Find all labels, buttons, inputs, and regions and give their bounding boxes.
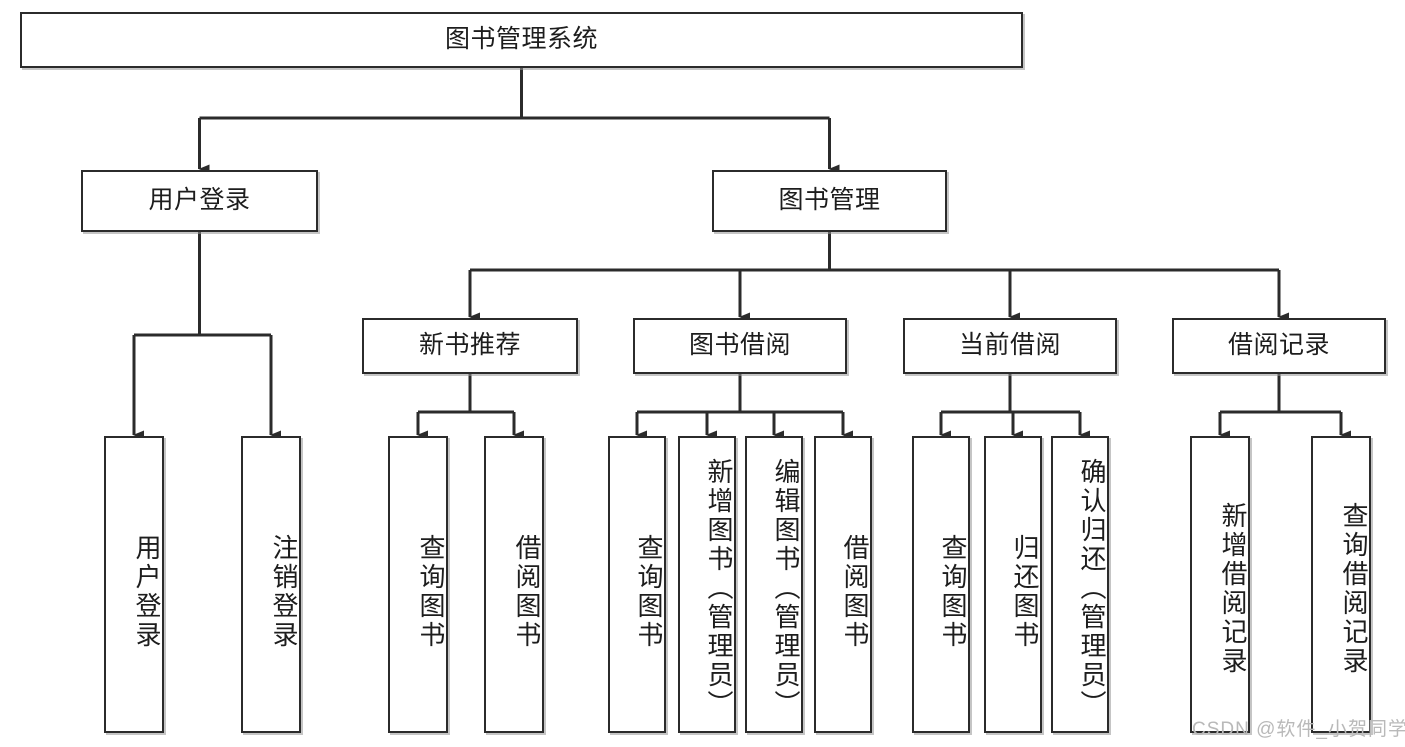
node-label-l-logout: 注销登录 — [269, 533, 299, 650]
node-label-login: 用户登录 — [148, 186, 251, 215]
node-b-query[interactable]: 查询图书 — [608, 436, 666, 733]
node-label-c-query: 查询图书 — [938, 533, 968, 650]
node-b-add[interactable]: 新增图书（管理员） — [678, 436, 736, 733]
node-label-bookmgmt: 图书管理 — [778, 186, 881, 215]
node-n-query[interactable]: 查询图书 — [388, 436, 448, 733]
node-label-b-add: 新增图书（管理员） — [704, 458, 734, 719]
node-b-edit[interactable]: 编辑图书（管理员） — [745, 436, 803, 733]
node-label-n-borrow: 借阅图书 — [512, 533, 542, 650]
node-label-borrow: 图书借阅 — [688, 331, 791, 360]
node-label-root: 图书管理系统 — [444, 25, 598, 54]
node-c-query[interactable]: 查询图书 — [912, 436, 970, 733]
node-label-records: 借阅记录 — [1227, 331, 1330, 360]
node-newbook[interactable]: 新书推荐 — [362, 318, 578, 374]
node-borrow[interactable]: 图书借阅 — [633, 318, 847, 374]
node-label-b-query: 查询图书 — [634, 533, 664, 650]
node-label-c-confirm: 确认归还（管理员） — [1077, 458, 1107, 719]
node-c-confirm[interactable]: 确认归还（管理员） — [1051, 436, 1109, 733]
node-current[interactable]: 当前借阅 — [903, 318, 1117, 374]
node-r-query[interactable]: 查询借阅记录 — [1311, 436, 1371, 733]
node-label-c-return: 归还图书 — [1010, 533, 1040, 650]
node-b-borrow[interactable]: 借阅图书 — [814, 436, 872, 733]
node-l-login[interactable]: 用户登录 — [104, 436, 164, 733]
node-login[interactable]: 用户登录 — [81, 170, 318, 232]
node-label-r-query: 查询借阅记录 — [1339, 501, 1369, 676]
edge-group — [132, 68, 1351, 440]
node-label-current: 当前借阅 — [958, 331, 1061, 360]
node-l-logout[interactable]: 注销登录 — [241, 436, 301, 733]
node-bookmgmt[interactable]: 图书管理 — [712, 170, 947, 232]
node-label-r-add: 新增借阅记录 — [1218, 501, 1248, 676]
node-root[interactable]: 图书管理系统 — [20, 12, 1023, 68]
node-label-newbook: 新书推荐 — [418, 331, 521, 360]
node-n-borrow[interactable]: 借阅图书 — [484, 436, 544, 733]
node-r-add[interactable]: 新增借阅记录 — [1190, 436, 1250, 733]
node-label-n-query: 查询图书 — [416, 533, 446, 650]
node-label-b-borrow: 借阅图书 — [840, 533, 870, 650]
node-records[interactable]: 借阅记录 — [1172, 318, 1386, 374]
node-c-return[interactable]: 归还图书 — [984, 436, 1042, 733]
node-label-b-edit: 编辑图书（管理员） — [771, 458, 801, 719]
node-label-l-login: 用户登录 — [132, 533, 162, 650]
csdn-watermark: CSDN @软件_小贺同学 — [1192, 719, 1405, 740]
